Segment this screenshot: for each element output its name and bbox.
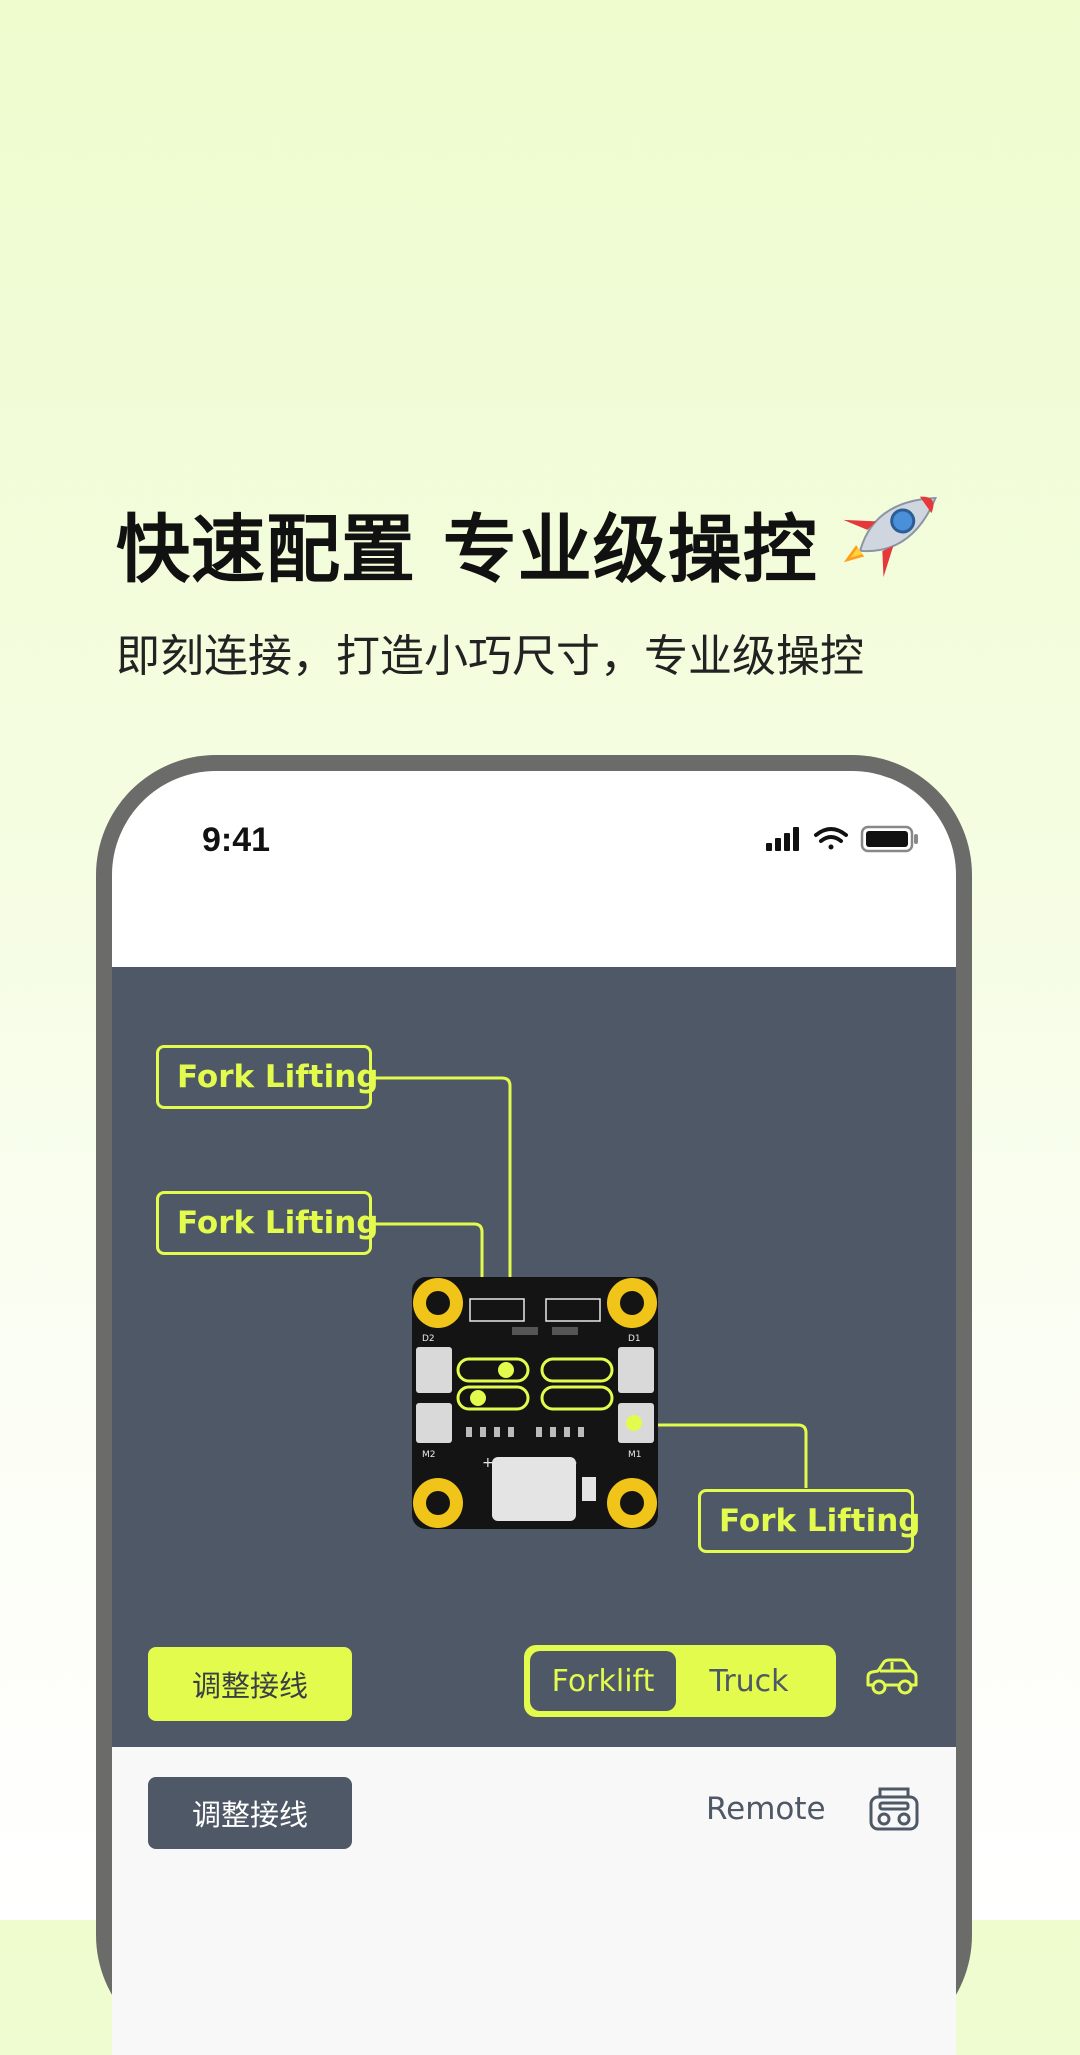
silk-m1: M1 [628,1450,642,1460]
motor-driver-board: D2 D1 M2 M1 + - [412,1277,658,1529]
tab-truck[interactable]: Truck [709,1663,789,1699]
connection-lines [370,1076,808,1488]
car-icon[interactable] [864,1655,920,1699]
status-icons [766,825,918,853]
wiring-panel: Fork Lifting Fork Lifting Fork Lifting [112,967,956,1747]
fork-lifting-label-1: Fork Lifting [156,1045,379,1109]
adjust-wiring-button[interactable]: 调整接线 [148,1647,352,1721]
subline: 即刻连接，打造小巧尺寸，专业级操控 [116,631,864,682]
phone-screen: 9:41 [112,771,956,2055]
silk-m2: M2 [422,1450,436,1460]
adjust-wiring-button-secondary[interactable]: 调整接线 [148,1777,352,1849]
rocket-icon [843,496,938,578]
wire-2 [370,1222,484,1350]
vehicle-mode-toggle: Forklift Truck [524,1645,836,1717]
tab-forklift[interactable]: Forklift [530,1651,676,1711]
phone-mockup: 9:41 [96,755,972,2055]
silk-d1: D1 [628,1334,641,1344]
remote-label[interactable]: Remote [706,1791,826,1827]
wire-1 [370,1076,512,1322]
silk-d2: D2 [422,1334,435,1344]
fork-lifting-label-3: Fork Lifting [698,1489,921,1553]
wifi-icon [814,827,848,850]
remote-controller-icon[interactable] [868,1785,920,1833]
silk-plus: + [482,1455,494,1471]
fork-lifting-label-2: Fork Lifting [156,1191,379,1255]
wire-3 [640,1423,808,1488]
silk-minus: - [572,1455,577,1471]
headline: 快速配置 专业级操控 [116,507,818,593]
status-time: 9:41 [202,821,271,859]
battery-icon [860,825,918,853]
bottom-bar: 调整接线 Remote [112,1747,956,2055]
signal-icon [766,827,799,851]
